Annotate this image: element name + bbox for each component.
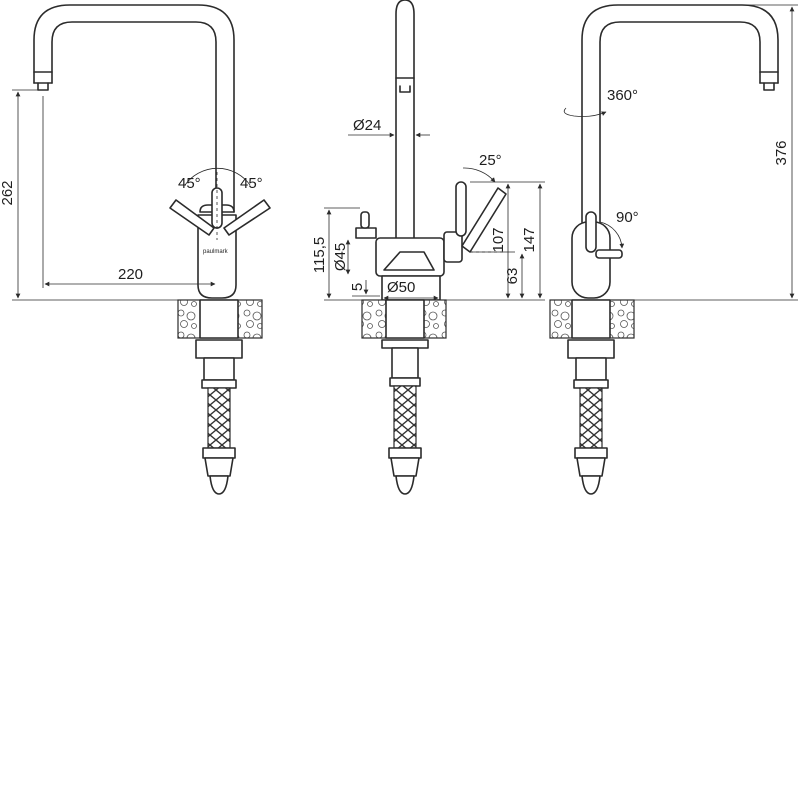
lever-angle-label: 90° — [616, 209, 639, 226]
dim-63-label: 63 — [504, 268, 521, 285]
body-bridge — [383, 251, 435, 271]
total-height-ext — [612, 4, 798, 301]
handle-left — [169, 199, 215, 236]
height-label: 262 — [0, 180, 16, 205]
lever-vertical — [585, 211, 597, 253]
hose-end — [209, 475, 229, 495]
dim-107-label: 107 — [490, 227, 507, 252]
shank-rear — [571, 299, 611, 339]
mount-nut-side — [381, 339, 429, 349]
rear-view: 360° 90° 376 — [549, 4, 798, 495]
knob-stem — [360, 211, 370, 229]
rotation-label: 360° — [607, 87, 638, 104]
angle-right-label: 45° — [240, 175, 263, 192]
dim-147-label: 147 — [521, 227, 538, 252]
hose-nut — [204, 457, 234, 477]
hose-ferrule-side — [388, 447, 422, 459]
body-diameter-label: Ø45 — [332, 243, 349, 271]
spout-diameter-label: Ø24 — [353, 117, 381, 134]
rotation-arrow — [563, 107, 607, 117]
hose-nut-side — [390, 457, 420, 477]
hose-ferrule — [202, 447, 236, 459]
handle-lever — [455, 181, 467, 237]
mount-rod-rear — [575, 357, 607, 381]
mount-nut-rear — [567, 339, 615, 359]
reach-label: 220 — [118, 266, 143, 283]
height-extension — [12, 89, 200, 301]
spout-outer — [33, 4, 235, 213]
spout-rear-inner — [599, 21, 761, 223]
spout-outlet-side — [399, 85, 411, 93]
front-view: paulmark 45° 45° 262 220 — [0, 4, 271, 495]
lever-horizontal — [595, 249, 623, 259]
hose-braid-rear — [579, 387, 603, 449]
angle-left-label: 45° — [178, 175, 201, 192]
body — [197, 214, 237, 299]
shank — [199, 299, 239, 339]
spout-rear-outer — [581, 4, 779, 223]
hose-braid-side — [393, 385, 417, 449]
spout-outlet — [37, 82, 49, 91]
mount-rod — [203, 357, 235, 381]
angle-arc — [184, 167, 251, 186]
mount-plate-rear — [573, 379, 609, 389]
spout-inner — [51, 21, 217, 213]
hose-nut-rear — [576, 457, 606, 477]
handle-right — [223, 199, 271, 236]
shank-side — [385, 299, 425, 339]
mount-plate-side — [389, 377, 421, 387]
hose-end-rear — [581, 475, 601, 495]
body-height-label: 115,5 — [311, 237, 328, 273]
hose-braid — [207, 387, 231, 449]
brand-label: paulmark — [203, 249, 229, 255]
knob-base — [355, 227, 377, 239]
side-view: Ø24 25° 115,5 Ø45 5 Ø50 107 147 63 — [311, 0, 545, 495]
mount-rod-side — [391, 347, 419, 379]
handle-angle-arc — [462, 167, 496, 183]
base-height-label: 5 — [349, 283, 366, 291]
base-diameter-label: Ø50 — [387, 279, 415, 296]
hose-end-side — [395, 475, 415, 495]
lever-angle-arc — [599, 221, 625, 249]
spout-side — [395, 0, 415, 239]
hose-ferrule-rear — [574, 447, 608, 459]
mount-plate — [201, 379, 237, 389]
mount-nut — [195, 339, 243, 359]
spout-rear-outlet — [763, 82, 775, 91]
handle-angle-label: 25° — [479, 152, 502, 169]
total-height-label: 376 — [773, 140, 790, 165]
